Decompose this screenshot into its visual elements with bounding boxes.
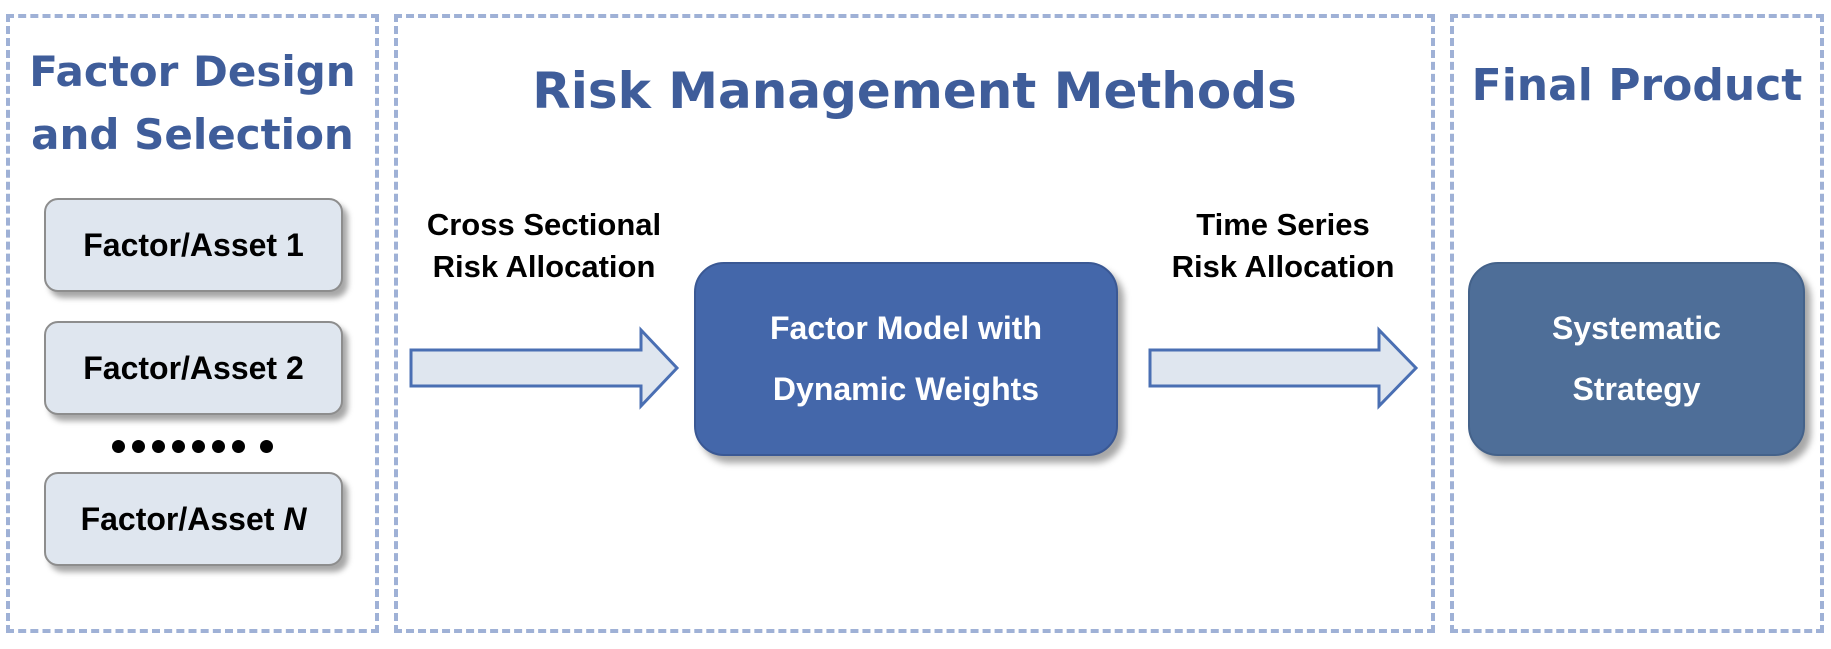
factor-asset-n-box: Factor/Asset N [44, 472, 343, 566]
strategy-line2: Strategy [1572, 371, 1701, 407]
time-series-label: Time Series Risk Allocation [1133, 204, 1433, 288]
factor-model-node: Factor Model with Dynamic Weights [694, 262, 1118, 456]
factor-design-title-line2: and Selection [31, 110, 354, 159]
factor-model-line1: Factor Model with [770, 310, 1042, 346]
ellipsis-dot [172, 440, 185, 453]
cross-sectional-arrow [409, 326, 680, 410]
factor-asset-n-prefix: Factor/Asset [80, 500, 284, 537]
ellipsis-dot [132, 440, 145, 453]
factor-design-title: Factor Design and Selection [10, 40, 375, 166]
factor-design-title-line1: Factor Design [29, 47, 356, 96]
strategy-node: Systematic Strategy [1468, 262, 1805, 456]
cross-sectional-label-line2: Risk Allocation [432, 249, 656, 284]
cross-sectional-arrow-shape [409, 326, 680, 410]
factor-asset-1-box: Factor/Asset 1 [44, 198, 343, 292]
ellipsis-dot [232, 440, 245, 453]
factor-asset-2-label: Factor/Asset 2 [83, 349, 304, 386]
factor-model-line2: Dynamic Weights [772, 371, 1040, 407]
time-series-label-line1: Time Series [1196, 207, 1370, 242]
time-series-arrow [1148, 326, 1419, 410]
strategy-line1: Systematic [1552, 310, 1721, 346]
ellipsis-dot [152, 440, 165, 453]
ellipsis-dot [212, 440, 225, 453]
ellipsis-dot [192, 440, 205, 453]
time-series-arrow-shape [1148, 326, 1419, 410]
risk-management-title: Risk Management Methods [532, 62, 1297, 120]
ellipsis-dot [260, 440, 273, 453]
factor-asset-n-variable: N [283, 500, 307, 537]
factor-design-panel: Factor Design and Selection [6, 14, 379, 633]
final-product-title: Final Product [1471, 60, 1803, 111]
final-product-panel: Final Product [1450, 14, 1824, 633]
cross-sectional-label: Cross Sectional Risk Allocation [398, 204, 690, 288]
time-series-label-line2: Risk Allocation [1171, 249, 1395, 284]
cross-sectional-label-line1: Cross Sectional [426, 207, 662, 242]
factor-asset-2-box: Factor/Asset 2 [44, 321, 343, 415]
factor-asset-n-label: Factor/Asset N [81, 501, 307, 538]
ellipsis-dot [112, 440, 125, 453]
risk-management-panel: Risk Management Methods [394, 14, 1435, 633]
factor-asset-1-label: Factor/Asset 1 [83, 226, 304, 263]
